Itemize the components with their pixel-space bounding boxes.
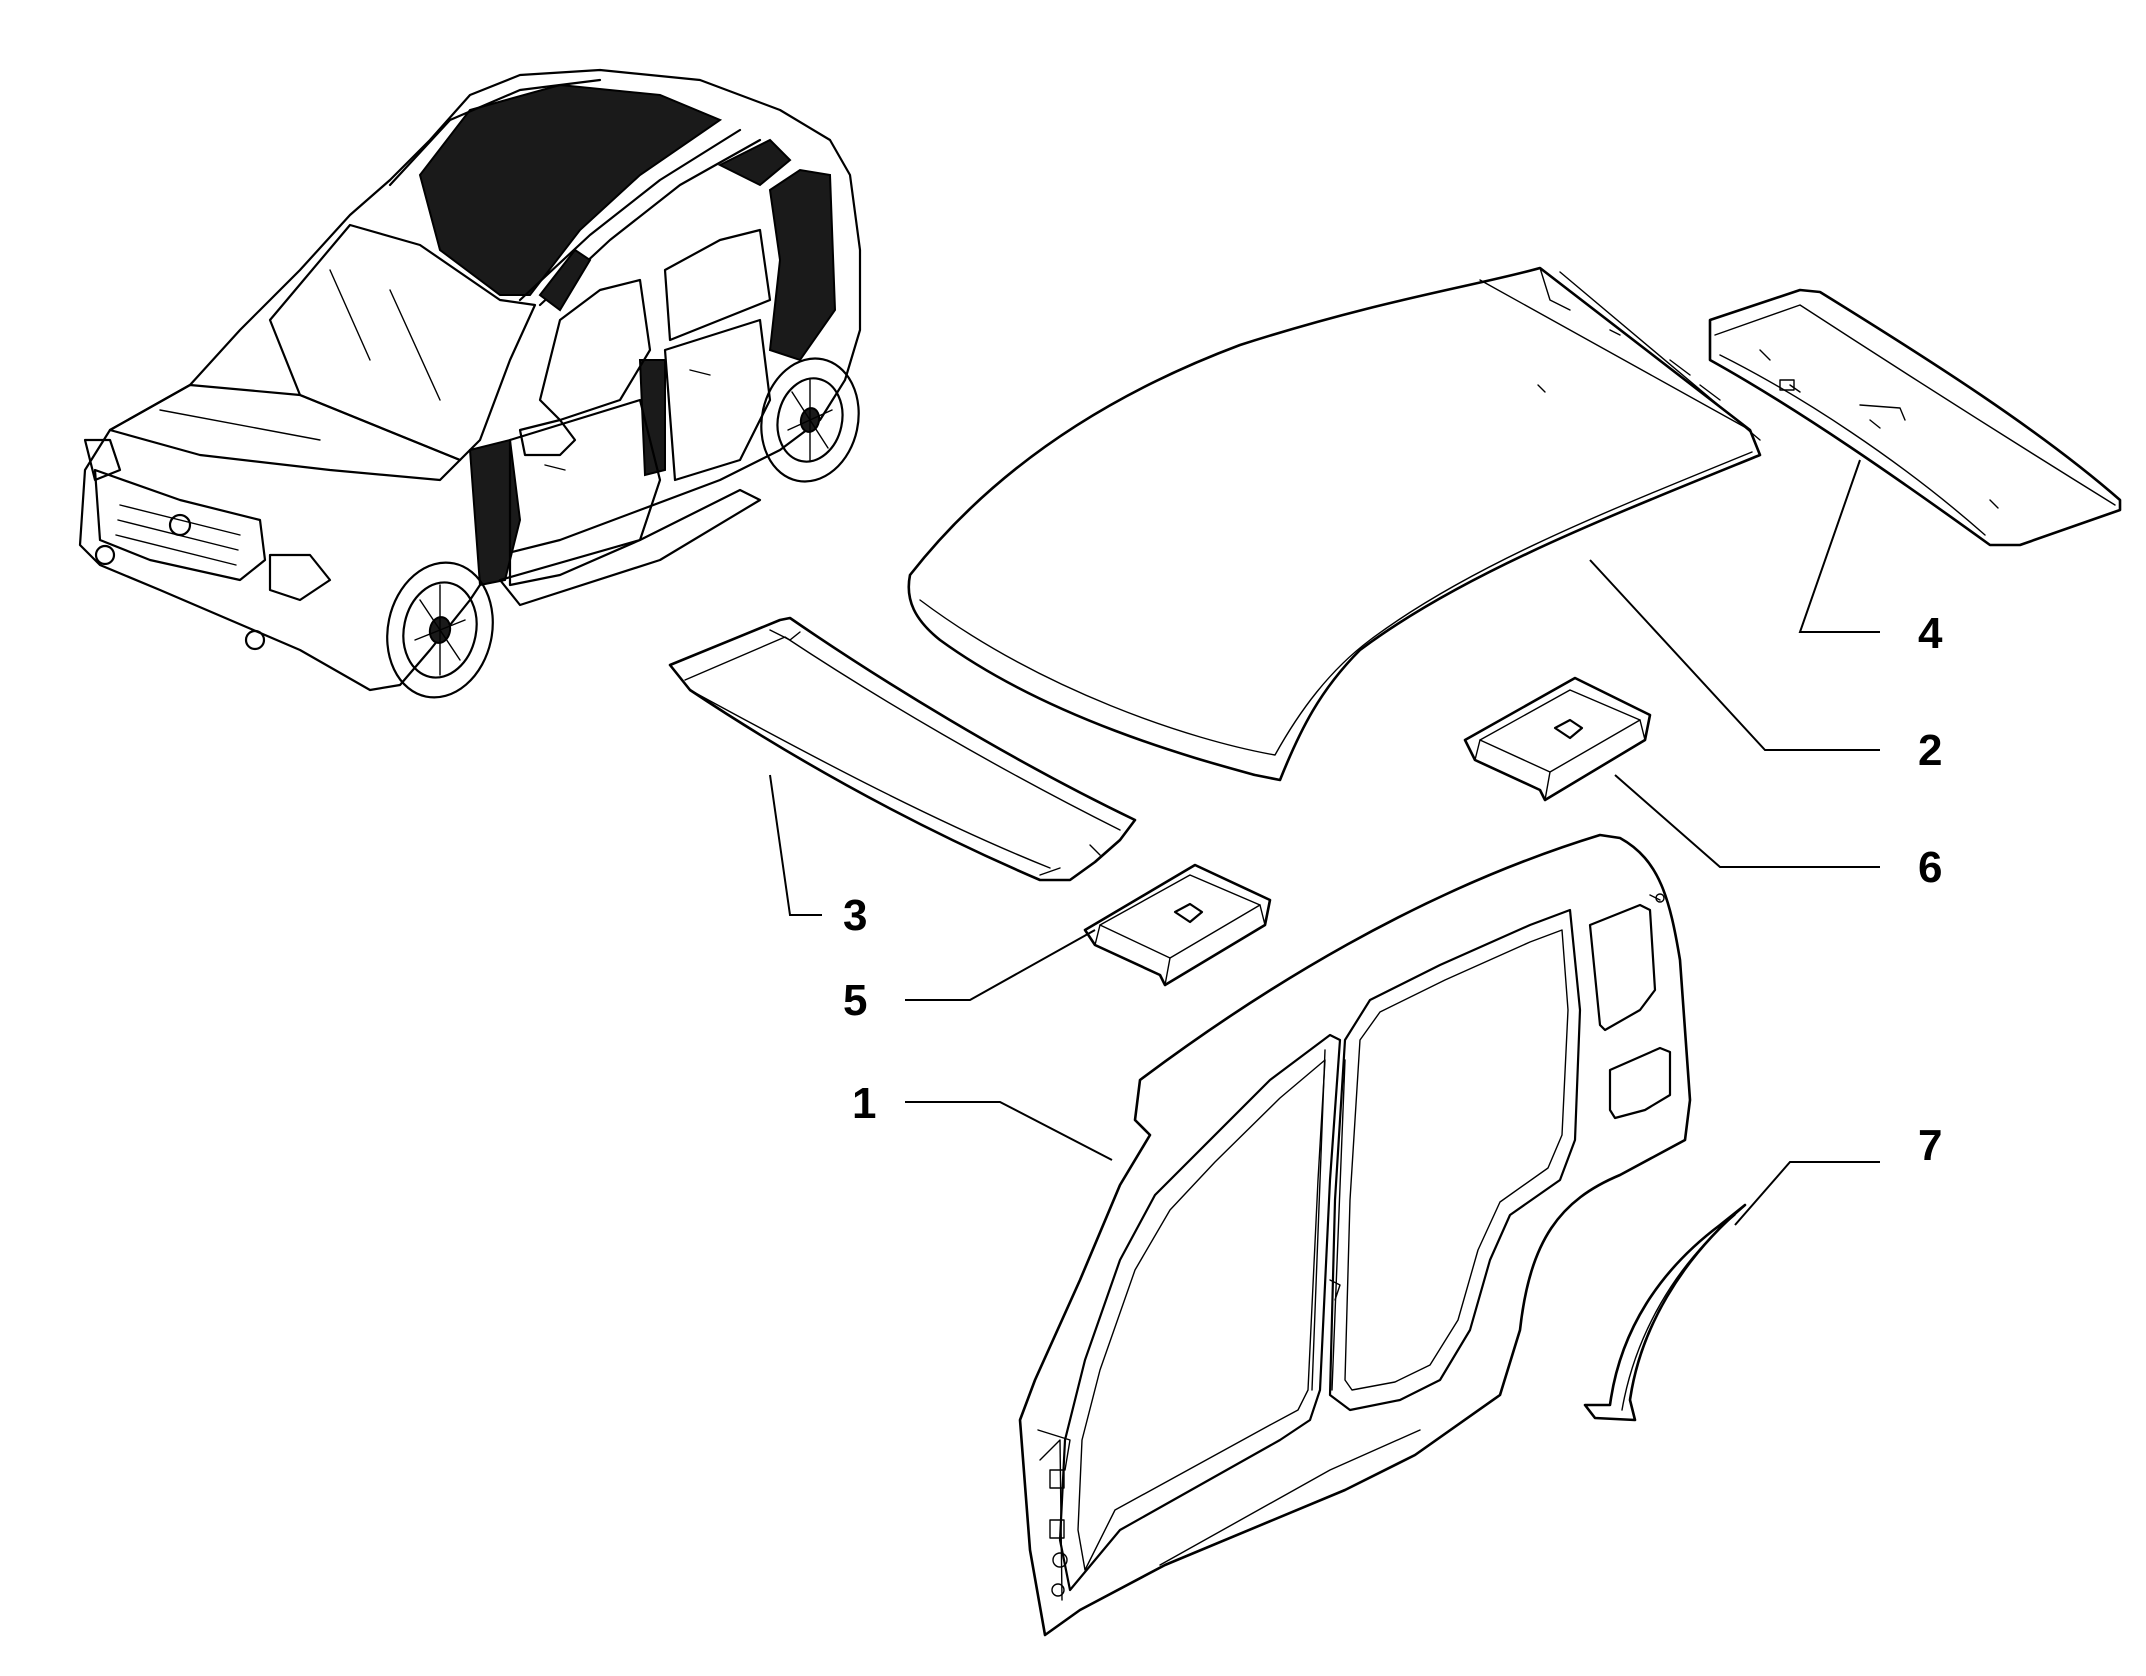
car-overview-illustration [78, 68, 862, 699]
callout-7: 7 [1918, 1121, 1942, 1170]
callout-3: 3 [843, 891, 867, 940]
callout-6: 6 [1918, 843, 1942, 892]
callout-5: 5 [843, 976, 867, 1025]
front-roof-header-part [668, 616, 1137, 882]
wheel-arch-strip-part [1583, 1203, 1747, 1422]
leader-line-6 [1614, 774, 1880, 868]
side-body-panel-part [1018, 833, 1692, 1637]
leader-line-1 [905, 1101, 1113, 1161]
bracket-part-5 [1083, 863, 1272, 987]
leader-line-7 [1734, 1161, 1880, 1226]
leader-line-4 [1798, 459, 1880, 633]
rear-roof-crossmember-part [1708, 288, 2122, 547]
leader-line-2 [1589, 559, 1880, 751]
leader-line-5 [905, 929, 1096, 1001]
callout-2: 2 [1918, 726, 1942, 775]
leader-lines [769, 459, 1880, 1226]
callout-labels: 1 2 3 4 5 6 7 [843, 609, 1943, 1170]
leader-line-3 [769, 774, 822, 916]
callout-1: 1 [852, 1079, 876, 1128]
roof-panel-part [907, 266, 1762, 782]
callout-4: 4 [1918, 609, 1943, 658]
bracket-part-6 [1463, 676, 1652, 802]
